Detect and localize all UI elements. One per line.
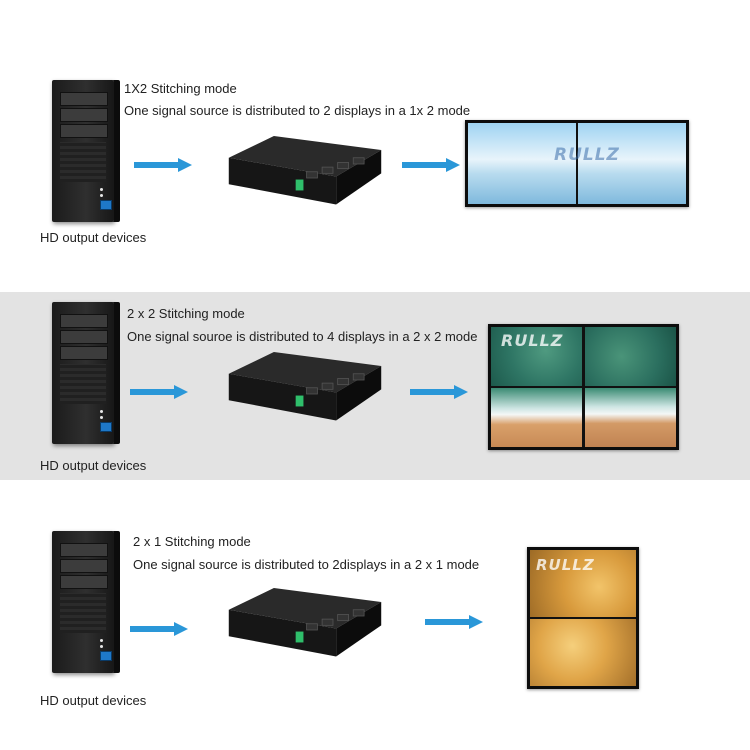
section-title: 2 x 1 Stitching mode [133, 534, 251, 549]
video-wall-controller-icon [228, 136, 382, 205]
watermark: RULLZ [536, 556, 595, 574]
pc-tower-icon [52, 302, 114, 444]
right-arrow-icon [410, 385, 468, 399]
right-arrow-icon [425, 615, 483, 629]
video-wall-display-icon: RULLZ [488, 324, 679, 450]
section-title: 2 x 2 Stitching mode [127, 306, 245, 321]
device-label: HD output devices [40, 693, 147, 708]
device-label: HD output devices [40, 230, 147, 245]
section-1x2: 1X2 Stitching mode One signal source is … [0, 0, 750, 262]
watermark: RULLZ [554, 145, 620, 165]
section-2x2: 2 x 2 Stitching mode One signal souroe i… [0, 292, 750, 480]
right-arrow-icon [402, 158, 460, 172]
pc-tower-icon [52, 531, 114, 673]
video-wall-display-icon: RULLZ [465, 120, 689, 207]
section-description: One signal source is distributed to 2dis… [133, 557, 480, 572]
section-2x1: 2 x 1 Stitching mode One signal source i… [0, 515, 750, 750]
section-title: 1X2 Stitching mode [124, 81, 237, 96]
device-label: HD output devices [40, 458, 147, 473]
right-arrow-icon [134, 158, 192, 172]
section-description: One signal souroe is distributed to 4 di… [127, 329, 478, 344]
video-wall-display-icon: RULLZ [527, 547, 639, 689]
right-arrow-icon [130, 622, 188, 636]
watermark: RULLZ [501, 331, 564, 350]
right-arrow-icon [130, 385, 188, 399]
pc-tower-icon [52, 80, 114, 222]
video-wall-controller-icon [228, 352, 382, 421]
video-wall-controller-icon [228, 588, 382, 657]
section-description: One signal source is distributed to 2 di… [124, 103, 471, 118]
